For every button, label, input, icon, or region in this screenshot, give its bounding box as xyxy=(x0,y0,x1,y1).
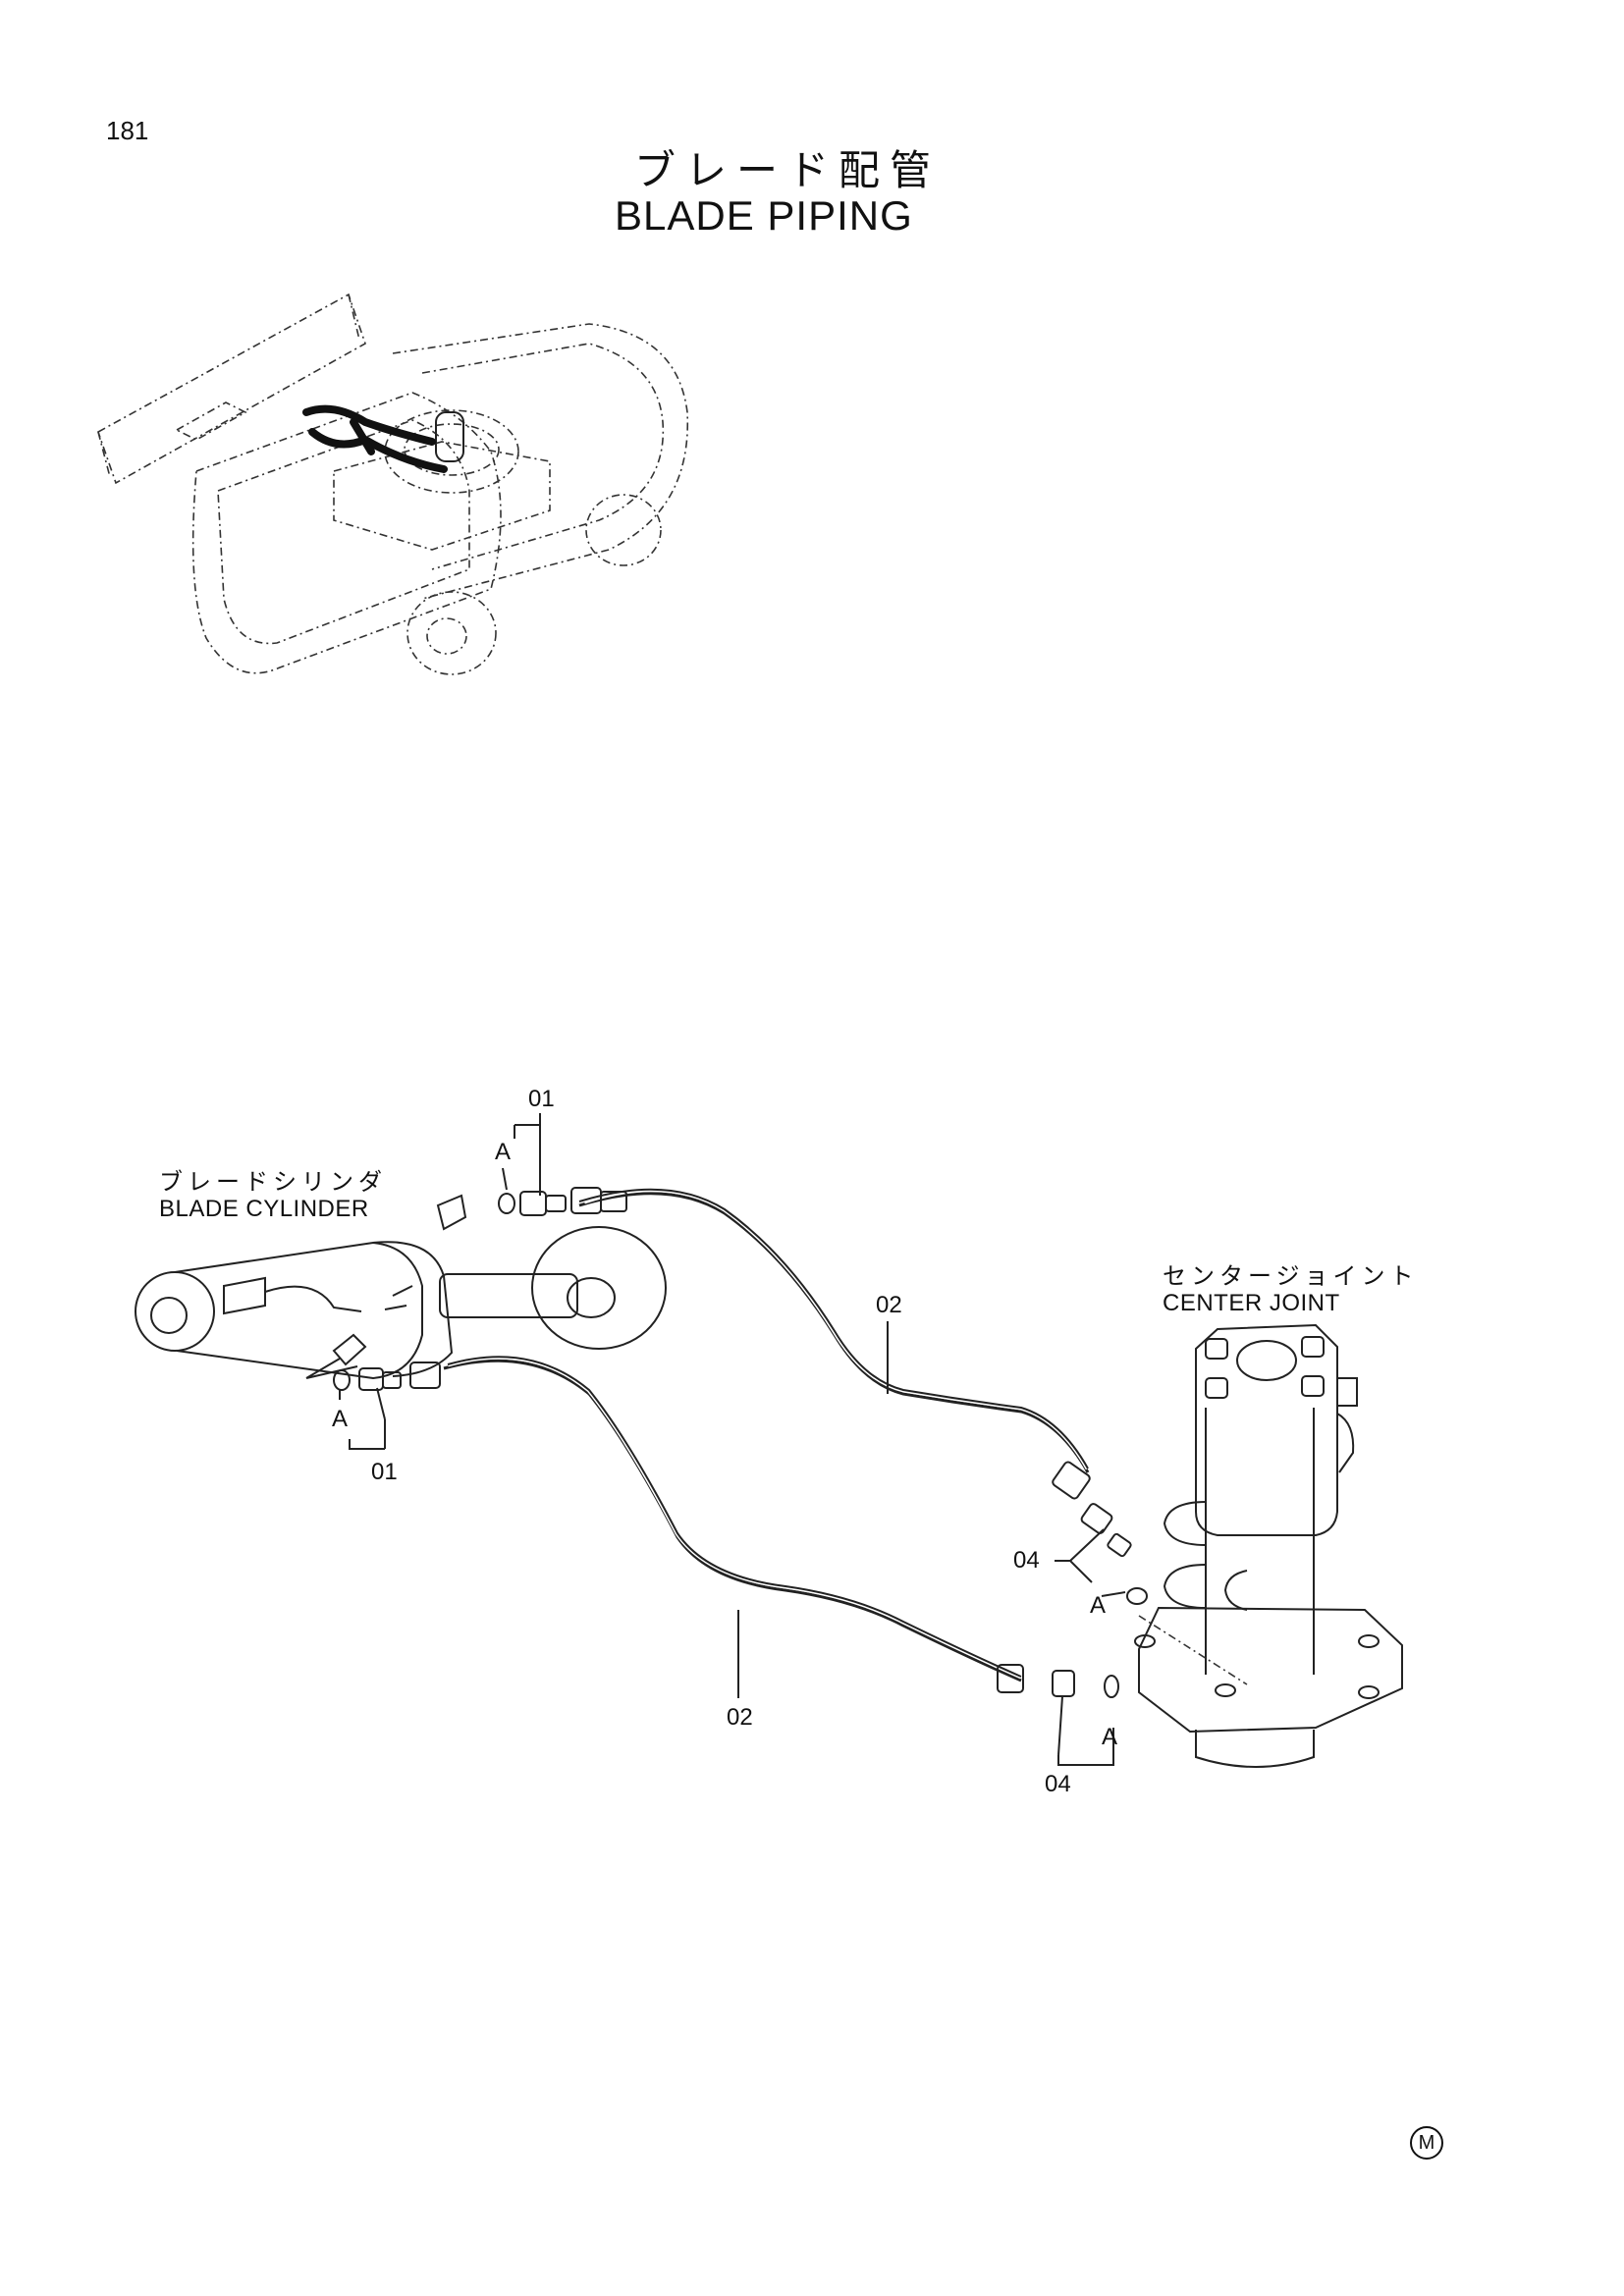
view-ref-a: A xyxy=(495,1139,512,1165)
part-ref-04-lower: 04 xyxy=(1045,1771,1071,1797)
part-ref-04-upper: 04 xyxy=(1013,1547,1040,1574)
fittings-upper xyxy=(498,1187,1148,1605)
center-joint-label: CENTER JOINT xyxy=(1163,1290,1340,1316)
page-title-japanese: ブレード配管 xyxy=(634,146,942,194)
circled-m-mark: M xyxy=(1410,2126,1443,2160)
center-joint-drawing xyxy=(1134,1323,1403,1768)
part-ref-02-lower: 02 xyxy=(727,1704,753,1731)
fittings-lower xyxy=(333,1362,1119,1698)
part-ref-01-upper: 01 xyxy=(528,1086,555,1112)
hose-upper xyxy=(578,1187,1091,1473)
page-number: 181 xyxy=(106,116,149,145)
blade-cylinder-drawing xyxy=(135,1194,667,1380)
center-joint-label-japanese: センタージョイント xyxy=(1163,1262,1419,1290)
leader-lines xyxy=(305,1113,1126,1766)
blade-cylinder-label-japanese: ブレードシリンダ xyxy=(159,1168,387,1196)
hose-lower xyxy=(443,1354,1023,1682)
view-ref-a: A xyxy=(1102,1724,1118,1750)
undercarriage-overview xyxy=(97,293,689,675)
page-title: BLADE PIPING xyxy=(615,192,913,239)
blade-cylinder-label: BLADE CYLINDER xyxy=(159,1196,369,1222)
view-ref-a: A xyxy=(1090,1592,1107,1619)
part-ref-02-upper: 02 xyxy=(876,1292,902,1318)
view-ref-a: A xyxy=(332,1406,349,1432)
part-ref-01-lower: 01 xyxy=(371,1459,398,1485)
